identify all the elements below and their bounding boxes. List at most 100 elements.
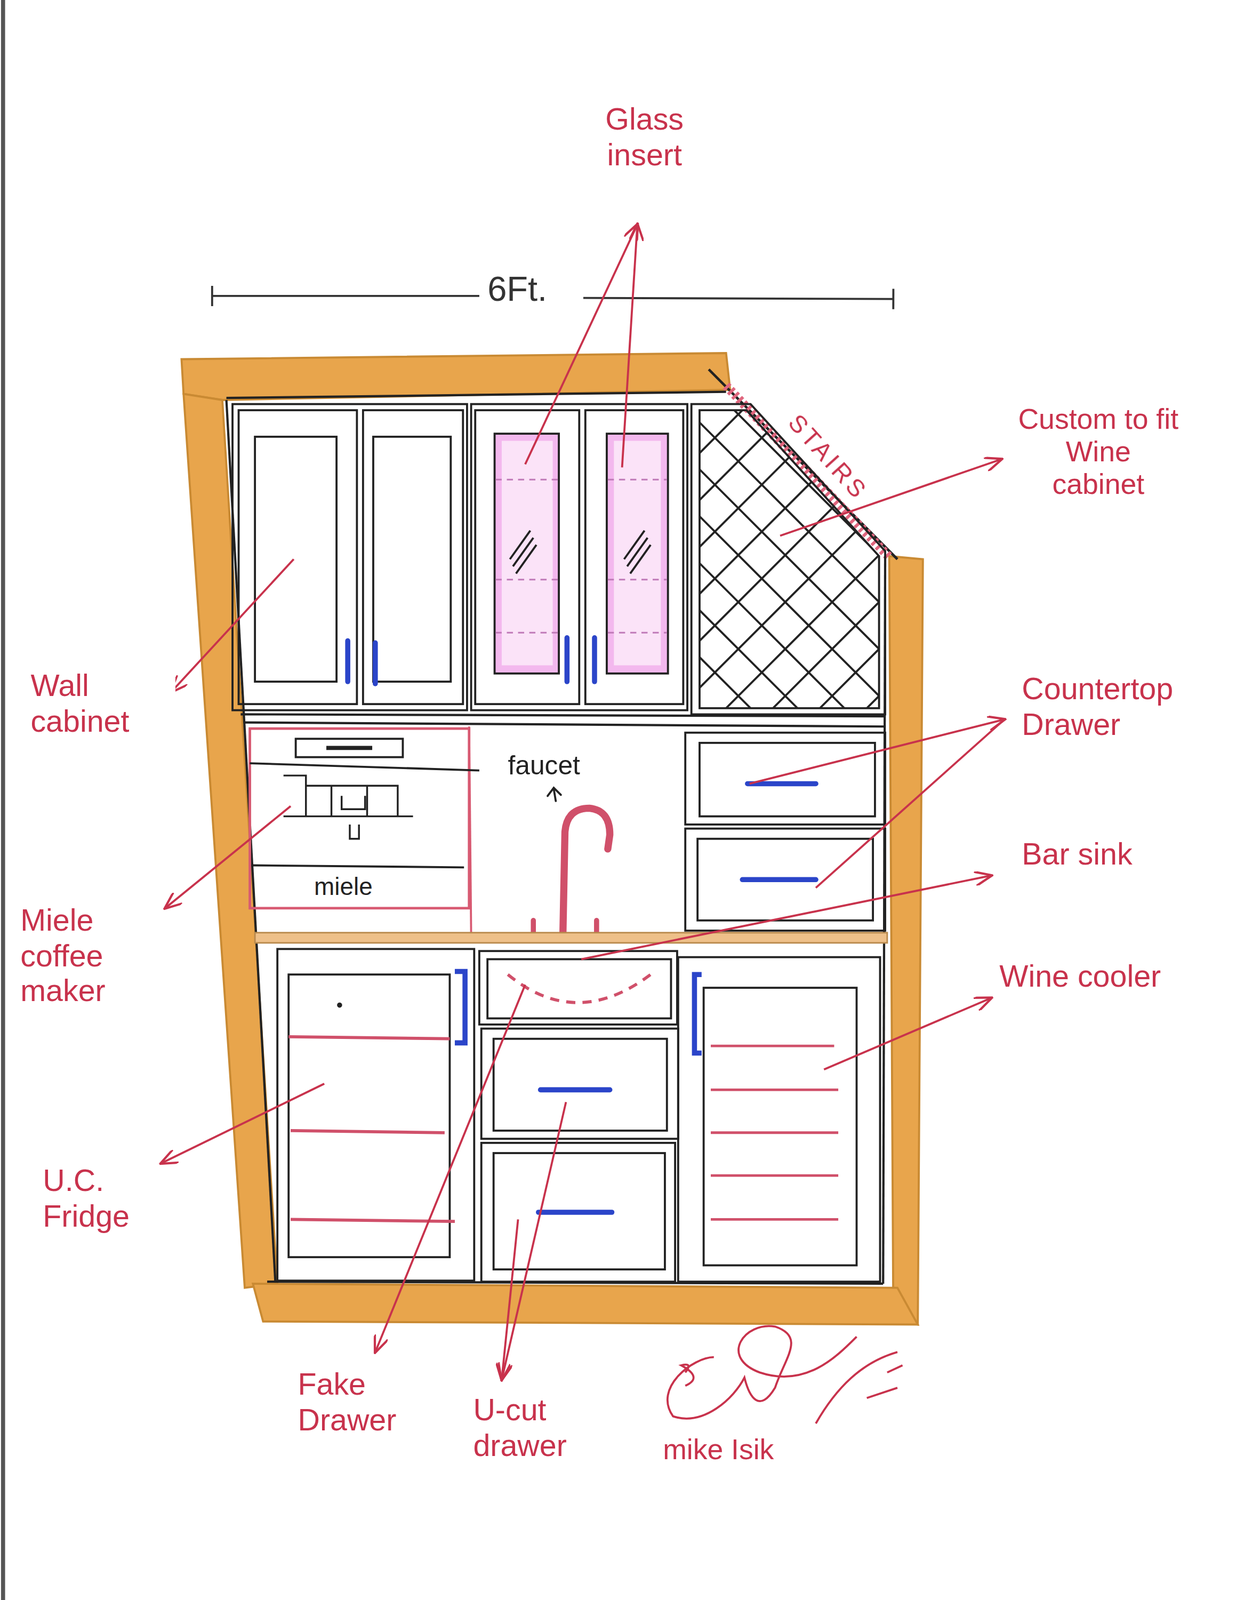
sink-base-part [479, 950, 678, 1025]
callout-label: Custom to fit Wine cabinet [1014, 403, 1183, 502]
door-handle-part [591, 637, 598, 682]
glass-cabinet-part [495, 479, 667, 633]
sink-base-part [493, 1038, 668, 1131]
faucet [533, 787, 610, 937]
uc-fridge [277, 948, 475, 1281]
uc-fridge-part [454, 970, 465, 1043]
cabinet-lines-part [226, 391, 727, 398]
wood-frame-part [252, 1283, 918, 1325]
coffee-maker-part [252, 864, 464, 868]
callout-arrow-part [161, 1083, 325, 1163]
dimension-line-part [583, 298, 894, 300]
countertop-drawer-part [685, 828, 886, 931]
wine-lattice [444, 402, 1236, 709]
callout-label: Miele coffee maker [18, 902, 155, 1009]
drawer-pull-part [540, 1087, 611, 1093]
callout-label: Wall cabinet [28, 668, 176, 739]
brand-label: miele [311, 872, 375, 901]
wood-frame-part [889, 556, 924, 1325]
wine-cooler-part-part [710, 1044, 834, 1048]
uc-fridge-part [288, 974, 450, 1257]
faucet-part [547, 787, 561, 801]
callout-arrow-part [780, 459, 1002, 536]
callout-label: U-cut drawer [471, 1392, 629, 1464]
glass-cabinet-part-part [471, 404, 688, 711]
dimension-line-part [212, 294, 480, 298]
part-label: faucet [506, 750, 583, 782]
door-handle-part [344, 640, 351, 682]
sink-base-part [481, 1028, 679, 1139]
uc-fridge-part-part [288, 1036, 450, 1039]
lattice-bar [913, 402, 1221, 709]
coffee-maker-part [326, 745, 373, 751]
callout-arrow-part [171, 558, 294, 692]
callout-arrow-part [501, 1101, 566, 1379]
uc-fridge-part-part [290, 1130, 445, 1133]
glass-cabinet-part-part [509, 530, 651, 574]
lattice-bar [491, 402, 798, 709]
glass-cabinet-part-part [495, 578, 558, 581]
wood-frame [181, 352, 923, 1324]
wine-cooler-part [678, 957, 881, 1282]
uc-fridge-part [288, 1036, 455, 1222]
lattice-bar [726, 402, 1033, 709]
lattice-bar [1007, 402, 1236, 709]
glass-cabinet-part [471, 404, 688, 711]
callout-arrow-part [823, 997, 992, 1070]
sink-base [479, 950, 679, 1282]
uc-fridge-part [277, 948, 475, 1281]
wood-frame-part [183, 394, 278, 1288]
wood-frame-part [181, 352, 730, 400]
lattice-bar [960, 402, 1236, 709]
sink-base-part [481, 1142, 676, 1282]
wine-cooler-part [710, 1045, 839, 1219]
callout-label: Wine cooler [997, 959, 1163, 995]
wine-cooler-part-part [710, 1088, 839, 1091]
coffee-maker-part [283, 775, 414, 839]
lattice-bar [538, 402, 845, 709]
coffee-maker [250, 726, 480, 934]
door-handle-part [564, 637, 571, 682]
lattice-bar [726, 402, 1033, 709]
drawer-pull-part [538, 1209, 613, 1215]
wall-cabinet-part [254, 436, 337, 682]
faucet-part [563, 807, 611, 934]
glass-cabinet-part-part [494, 433, 559, 674]
coffee-maker-part [469, 726, 472, 934]
wine-cabinet [444, 402, 1236, 714]
wine-cooler [678, 957, 881, 1282]
wall-cabinet-part [363, 410, 463, 704]
wall-cabinet-part [238, 410, 358, 704]
glass-cabinet-part-part [495, 478, 558, 481]
wine-cooler-part-part [710, 1130, 839, 1134]
glass-cabinet-part [494, 433, 559, 674]
lattice-bar [679, 402, 986, 709]
lattice-bar [444, 402, 751, 709]
lattice-bar [632, 402, 939, 709]
callout-label: U.C. Fridge [41, 1162, 158, 1234]
wall-cabinet-part [232, 404, 468, 711]
callout-arrow [161, 224, 1005, 1380]
countertop-part [254, 932, 888, 943]
lattice-bar [1007, 402, 1236, 709]
coffee-maker-part [250, 728, 470, 909]
glass-cabinet-part-part [495, 631, 558, 634]
stairs-line-part [708, 369, 898, 560]
coffee-maker-part [295, 738, 404, 757]
callout-arrow-part [622, 224, 638, 468]
signature [667, 1325, 903, 1424]
countertop-drawer-part [685, 732, 886, 825]
dimension-line [212, 295, 894, 300]
glass-cabinet-part [501, 440, 553, 666]
lattice-bar [960, 402, 1236, 709]
signature-part [815, 1351, 903, 1424]
callout-arrow-part [815, 719, 1005, 888]
countertop [254, 932, 888, 943]
stairs-line [708, 369, 898, 560]
callout-arrow-part [749, 719, 1005, 784]
countertop-drawer-part [697, 838, 873, 921]
glass-cabinet-part-part [607, 578, 668, 581]
signature-name: mike Isik [660, 1433, 776, 1467]
